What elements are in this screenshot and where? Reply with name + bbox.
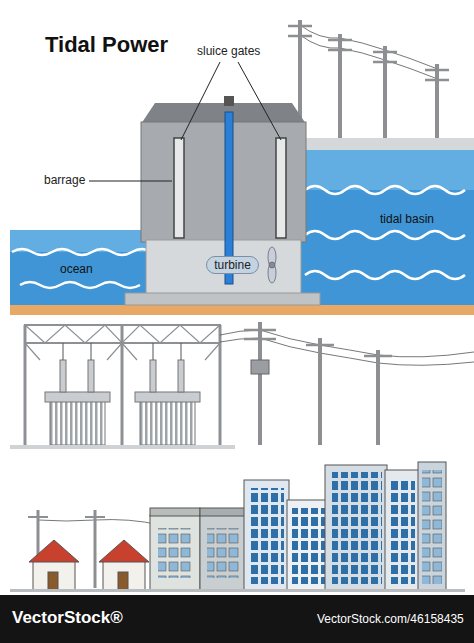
- power-poles-middle: [220, 322, 474, 445]
- watermark: VectorStock.com/46158435: [317, 612, 464, 626]
- turbine-blades: [268, 247, 276, 283]
- diagram-title: Tidal Power: [45, 32, 168, 58]
- part-label: sluice gates: [197, 44, 260, 58]
- land-strip: [300, 138, 474, 152]
- power-poles-top: [288, 20, 449, 140]
- node-text: turbine: [214, 258, 251, 272]
- barrage-structure: [125, 96, 320, 305]
- substation: [10, 325, 235, 449]
- part-label: barrage: [44, 173, 85, 187]
- part-label: ocean: [60, 262, 93, 276]
- tidal-basin-water: [300, 150, 474, 310]
- leader-lines: [89, 62, 281, 181]
- watermark-bar: [0, 595, 474, 643]
- sluice-gate: [276, 138, 286, 238]
- seabed: [10, 305, 474, 315]
- watermark: VectorStock®: [12, 608, 123, 628]
- town: [10, 462, 465, 592]
- part-label: tidal basin: [380, 212, 434, 226]
- sluice-gate: [174, 138, 184, 238]
- component-pill: turbine: [206, 256, 259, 274]
